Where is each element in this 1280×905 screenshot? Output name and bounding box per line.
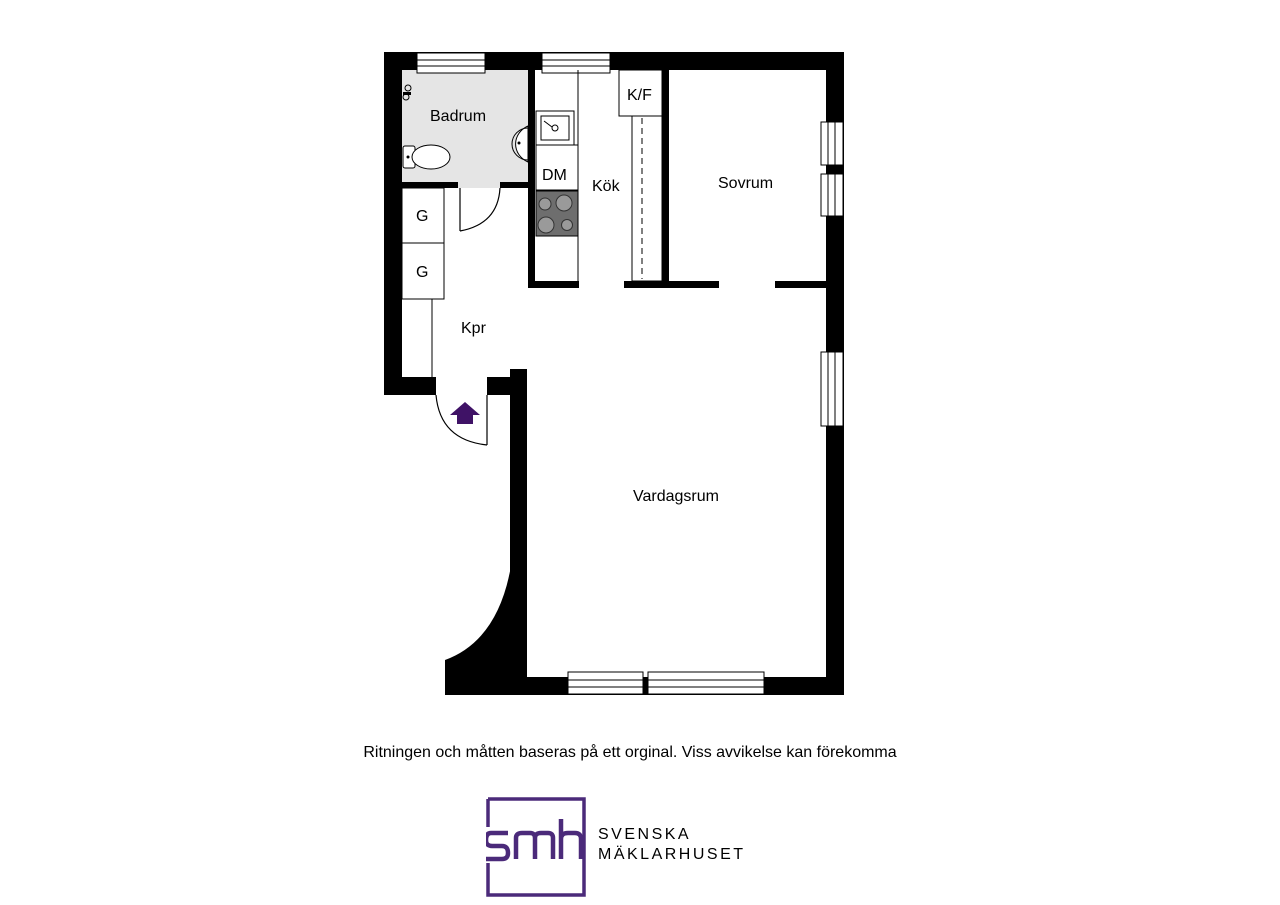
wall-sovrum-left <box>662 70 669 288</box>
room-label-badrum: Badrum <box>430 108 486 125</box>
window-kitchen <box>541 52 611 74</box>
cooktop-icon <box>535 190 579 237</box>
window-vardagsrum-bottom-right <box>647 671 765 695</box>
washbasin-icon <box>511 125 529 163</box>
room-label-kok: Kök <box>592 178 621 195</box>
disclaimer-text: Ritningen och måtten baseras på ett orgi… <box>363 744 897 761</box>
wall-left <box>384 52 402 395</box>
room-label-garderob-2: G <box>416 264 428 281</box>
wall-sovrum-bottom <box>775 281 826 288</box>
logo-wordmark: SVENSKA MÄKLARHUSET <box>598 825 746 865</box>
wall-curved <box>445 560 527 695</box>
wardrobe-2-box <box>401 242 445 300</box>
wall-kitchen-left <box>528 182 535 288</box>
fridge-freezer-box <box>618 69 663 117</box>
window-bathroom <box>416 52 486 74</box>
kitchen-tall-cabinet <box>631 115 663 282</box>
logo-line-2: MÄKLARHUSET <box>598 846 746 863</box>
wardrobe-1-box <box>401 187 445 244</box>
wall-bathroom-bottom-right <box>500 182 535 188</box>
room-label-dm: DM <box>542 167 567 184</box>
room-label-vardagsrum: Vardagsrum <box>633 488 719 505</box>
door-entrance <box>435 394 488 446</box>
toilet-icon <box>402 144 451 170</box>
window-vardagsrum-right <box>820 351 844 427</box>
wall-bathroom-bottom-left <box>402 182 458 188</box>
wall-bathroom-right <box>528 70 535 188</box>
logo-mark <box>486 797 586 897</box>
wall-left-bottom <box>384 377 436 395</box>
wall-kitchen-bottom <box>528 281 579 288</box>
window-sovrum-upper <box>820 121 844 166</box>
bathroom-floor <box>402 70 528 188</box>
window-sovrum-lower <box>820 173 844 217</box>
entrance-arrow-icon <box>450 402 480 424</box>
logo-line-1: SVENSKA <box>598 826 692 843</box>
room-label-sovrum: Sovrum <box>718 175 773 192</box>
room-label-kf: K/F <box>627 87 652 104</box>
wall-kok-bottom <box>624 281 719 288</box>
wall-top <box>384 52 844 70</box>
room-label-kpr: Kpr <box>461 320 487 337</box>
room-label-garderob-1: G <box>416 208 428 225</box>
window-vardagsrum-bottom-left <box>567 671 644 695</box>
company-logo: SVENSKA MÄKLARHUSET <box>486 797 806 897</box>
kitchen-sink-icon <box>535 110 575 146</box>
door-bathroom <box>459 187 501 232</box>
shower-tap-icon <box>402 84 412 101</box>
